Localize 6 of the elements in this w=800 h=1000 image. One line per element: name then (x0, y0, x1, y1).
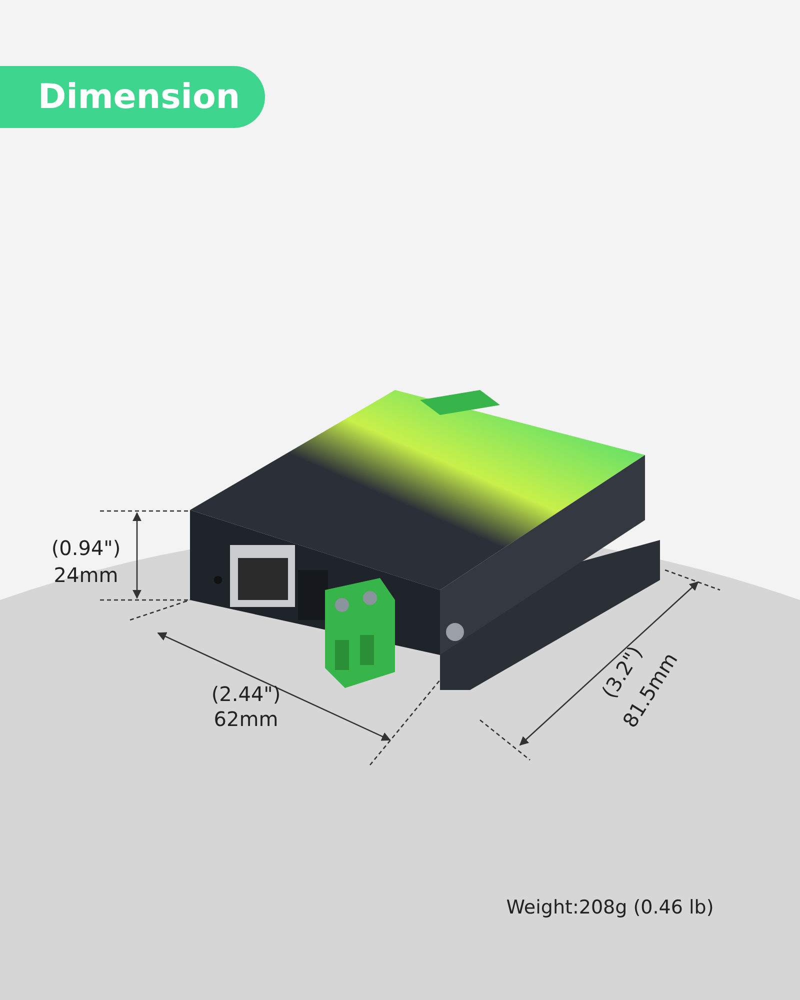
title-banner: Dimension (0, 66, 265, 128)
dimension-label: (0.94") (51, 537, 121, 559)
dimension-label: 24mm (54, 564, 118, 586)
dimension-label: (2.44") (211, 683, 281, 705)
dimension-label: 62mm (214, 708, 278, 730)
weight-note: Weight:208g (0.46 lb) (506, 898, 714, 918)
